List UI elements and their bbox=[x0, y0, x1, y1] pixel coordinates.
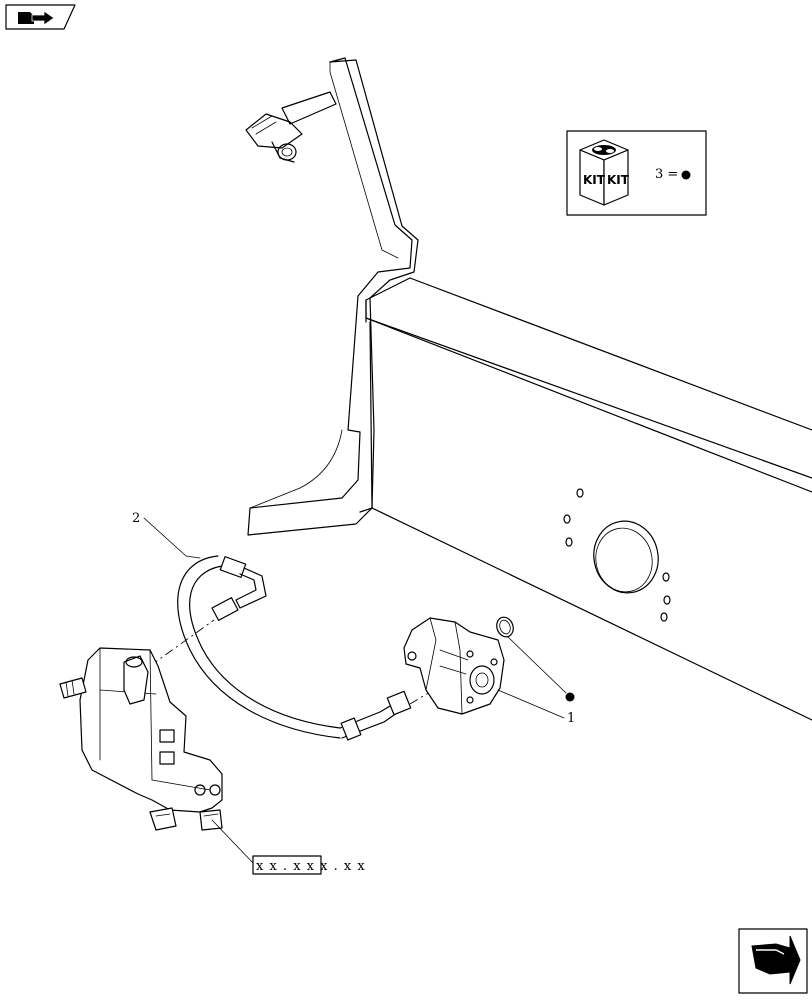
control-valve-assembly bbox=[59, 647, 223, 831]
reference-code: x x . x x x . x x bbox=[256, 859, 366, 874]
reference-code-box: x x . x x x . x x bbox=[252, 855, 366, 875]
kit-label-right: KIT bbox=[607, 173, 630, 187]
hydraulic-pump bbox=[403, 617, 505, 715]
kit-box-icon: KIT KIT bbox=[579, 139, 630, 206]
leader-lines bbox=[143, 517, 567, 865]
kit-label-left: KIT bbox=[583, 173, 606, 187]
hose-assembly bbox=[177, 555, 412, 741]
assembly-center-lines bbox=[149, 619, 441, 705]
next-page-arrow-icon[interactable] bbox=[738, 928, 808, 994]
callout-part-2: 2 bbox=[132, 511, 140, 526]
callout-part-1: 1 bbox=[567, 711, 575, 726]
kit-marker-dot bbox=[681, 170, 691, 180]
o-ring bbox=[496, 616, 514, 638]
book-with-arrow-icon[interactable] bbox=[5, 4, 76, 30]
kit-legend-equation: 3 = bbox=[655, 167, 678, 182]
frame-upright-plate bbox=[247, 57, 419, 536]
kit-legend-box: KIT KIT 3 = bbox=[566, 130, 707, 216]
frame-beam bbox=[359, 277, 812, 721]
o-ring-kit-marker-dot bbox=[565, 692, 575, 702]
elbow-fitting-top bbox=[245, 91, 337, 163]
